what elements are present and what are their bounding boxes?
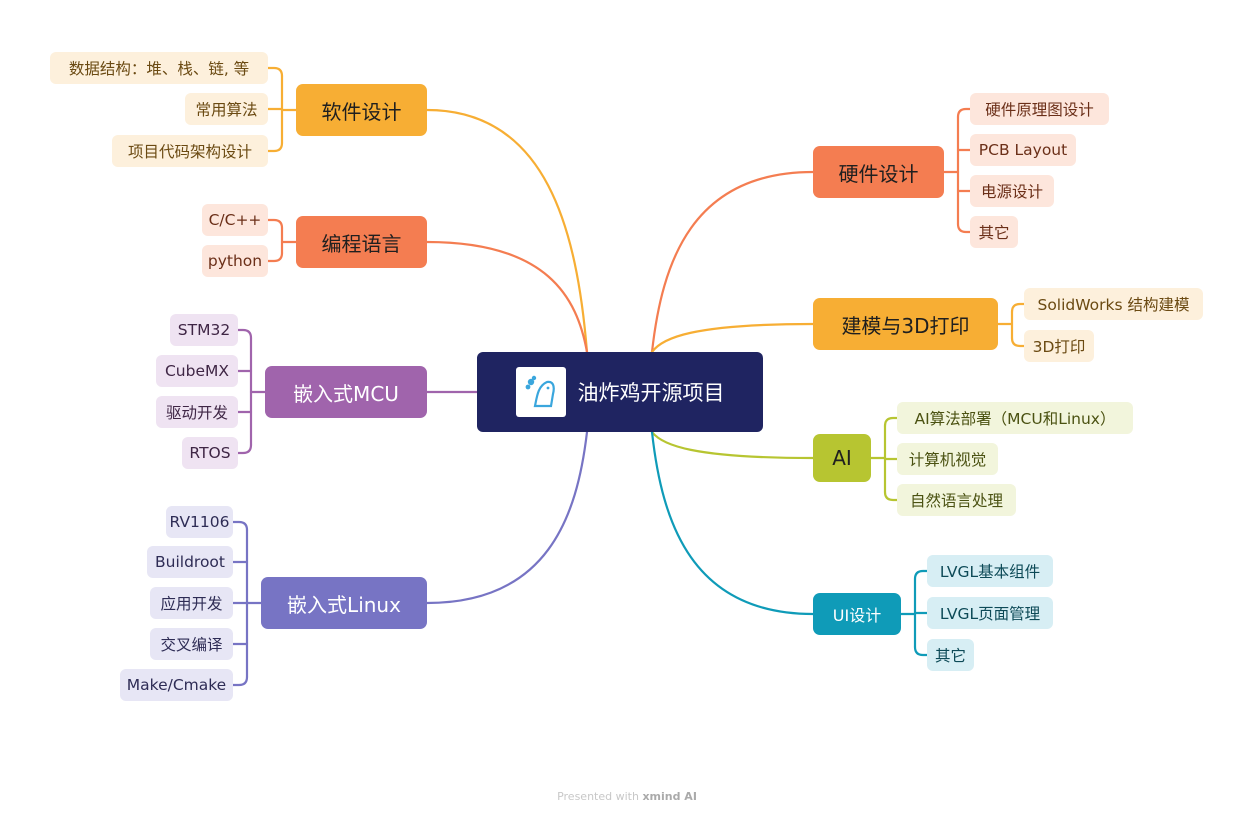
connector-line xyxy=(231,675,249,687)
leaf-ai-1[interactable]: 计算机视觉 xyxy=(897,443,998,475)
leaf-hardware-0[interactable]: 硬件原理图设计 xyxy=(970,93,1109,125)
connector-line xyxy=(1010,336,1026,348)
connector-line xyxy=(650,430,815,460)
connector-line xyxy=(956,222,972,234)
leaf-mcu-0[interactable]: STM32 xyxy=(170,314,238,346)
connector-line xyxy=(1010,302,1026,314)
branch-ui[interactable]: UI设计 xyxy=(813,593,901,635)
leaf-modeling-0[interactable]: SolidWorks 结构建模 xyxy=(1024,288,1203,320)
connector-line xyxy=(231,520,249,532)
footer-brand: xmind AI xyxy=(642,790,697,803)
leaf-ai-2[interactable]: 自然语言处理 xyxy=(897,484,1016,516)
connector-line xyxy=(266,66,284,78)
connector-line xyxy=(425,430,589,605)
footer-credit: Presented with xmind AI xyxy=(0,790,1254,803)
connector-line xyxy=(425,108,589,354)
footer-prefix: Presented with xyxy=(557,790,639,803)
leaf-hardware-3[interactable]: 其它 xyxy=(970,216,1018,248)
leaf-ui-2[interactable]: 其它 xyxy=(927,639,974,671)
branch-linux[interactable]: 嵌入式Linux xyxy=(261,577,427,629)
branch-hardware[interactable]: 硬件设计 xyxy=(813,146,944,198)
leaf-language-0[interactable]: C/C++ xyxy=(202,204,268,236)
leaf-linux-2[interactable]: 应用开发 xyxy=(150,587,233,619)
connector-line xyxy=(650,170,815,354)
connector-line xyxy=(883,416,899,428)
branch-language[interactable]: 编程语言 xyxy=(296,216,427,268)
chick-logo-icon xyxy=(515,367,566,417)
root-node[interactable]: 油炸鸡开源项目 xyxy=(477,352,763,432)
leaf-language-1[interactable]: python xyxy=(202,245,268,277)
leaf-ui-0[interactable]: LVGL基本组件 xyxy=(927,555,1053,587)
branch-modeling[interactable]: 建模与3D打印 xyxy=(813,298,998,350)
connector-line xyxy=(236,443,253,455)
connector-line xyxy=(650,322,815,354)
connector-line xyxy=(913,645,929,657)
leaf-ui-1[interactable]: LVGL页面管理 xyxy=(927,597,1053,629)
leaf-linux-0[interactable]: RV1106 xyxy=(166,506,233,538)
connector-line xyxy=(650,430,815,616)
leaf-mcu-3[interactable]: RTOS xyxy=(182,437,238,469)
root-title: 油炸鸡开源项目 xyxy=(577,381,725,405)
connector-line xyxy=(913,569,929,581)
leaf-mcu-2[interactable]: 驱动开发 xyxy=(156,396,238,428)
leaf-software-2[interactable]: 项目代码架构设计 xyxy=(112,135,268,167)
connector-line xyxy=(266,251,284,263)
connector-line xyxy=(266,141,284,153)
leaf-linux-3[interactable]: 交叉编译 xyxy=(150,628,233,660)
connector-line xyxy=(883,490,899,502)
leaf-ai-0[interactable]: AI算法部署（MCU和Linux） xyxy=(897,402,1133,434)
leaf-mcu-1[interactable]: CubeMX xyxy=(156,355,238,387)
leaf-hardware-2[interactable]: 电源设计 xyxy=(970,175,1054,207)
connector-line xyxy=(266,218,284,230)
leaf-software-0[interactable]: 数据结构：堆、栈、链, 等 xyxy=(50,52,268,84)
connector-line xyxy=(425,240,589,354)
leaf-modeling-1[interactable]: 3D打印 xyxy=(1024,330,1094,362)
leaf-linux-1[interactable]: Buildroot xyxy=(147,546,233,578)
connector-line xyxy=(956,107,972,119)
connector-line xyxy=(236,328,253,340)
branch-ai[interactable]: AI xyxy=(813,434,871,482)
leaf-software-1[interactable]: 常用算法 xyxy=(185,93,268,125)
leaf-hardware-1[interactable]: PCB Layout xyxy=(970,134,1076,166)
branch-software[interactable]: 软件设计 xyxy=(296,84,427,136)
leaf-linux-4[interactable]: Make/Cmake xyxy=(120,669,233,701)
branch-mcu[interactable]: 嵌入式MCU xyxy=(265,366,427,418)
